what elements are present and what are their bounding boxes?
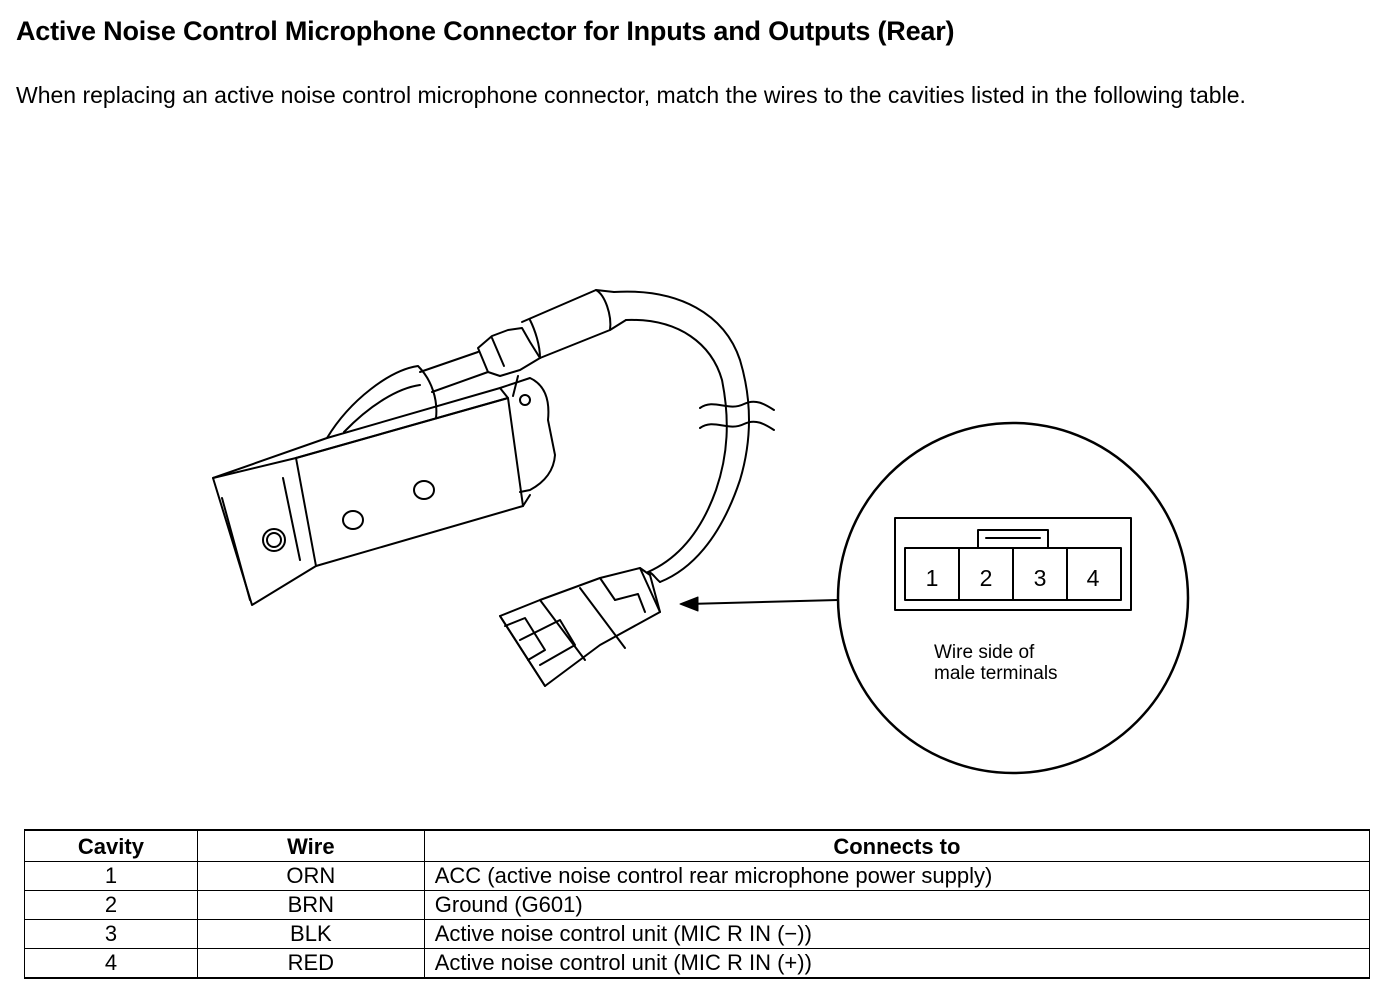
magnifier-circle <box>836 421 1190 775</box>
cell-cavity: 2 <box>24 890 198 920</box>
figure-caption-line1: Wire side of <box>934 642 1035 663</box>
intro-paragraph: When replacing an active noise control m… <box>16 82 1246 108</box>
cell-connects-to: Active noise control unit (MIC R IN (−)) <box>423 919 1371 949</box>
pointer-arrow <box>687 599 839 605</box>
terminal-label: 1 <box>926 565 939 591</box>
table-header-row: Cavity Wire Connects to <box>24 829 1371 862</box>
terminal-label: 2 <box>980 565 993 591</box>
cell-connects-to: Ground (G601) <box>423 890 1371 920</box>
cable <box>419 289 775 583</box>
terminal-label: 4 <box>1087 565 1100 591</box>
cell-connects-to: Active noise control unit (MIC R IN (+)) <box>423 948 1371 979</box>
connector-diagram: 1 2 3 4 Wire side of male terminals <box>212 289 1190 775</box>
table-row: 1 ORN ACC (active noise control rear mic… <box>24 861 1371 891</box>
cell-connects-to: ACC (active noise control rear microphon… <box>423 861 1371 891</box>
header-cavity: Cavity <box>24 829 198 862</box>
header-connects-to: Connects to <box>423 829 1371 862</box>
cell-cavity: 3 <box>24 919 198 949</box>
figure-caption-line2: male terminals <box>934 663 1058 684</box>
table-row: 3 BLK Active noise control unit (MIC R I… <box>24 919 1371 949</box>
cell-wire: RED <box>196 948 425 979</box>
cell-cavity: 1 <box>24 861 198 891</box>
microphone-housing <box>212 365 556 606</box>
terminal-label: 3 <box>1034 565 1047 591</box>
cell-wire: ORN <box>196 861 425 891</box>
page-title: Active Noise Control Microphone Connecto… <box>16 16 955 46</box>
table-row: 2 BRN Ground (G601) <box>24 890 1371 920</box>
male-connector <box>499 567 661 687</box>
cell-wire: BRN <box>196 890 425 920</box>
table-row: 4 RED Active noise control unit (MIC R I… <box>24 948 1371 979</box>
header-wire: Wire <box>196 829 425 862</box>
cell-cavity: 4 <box>24 948 198 979</box>
cavity-wire-table: Cavity Wire Connects to 1 ORN ACC (activ… <box>24 829 1371 979</box>
cell-wire: BLK <box>196 919 425 949</box>
terminal-box <box>894 517 1132 611</box>
